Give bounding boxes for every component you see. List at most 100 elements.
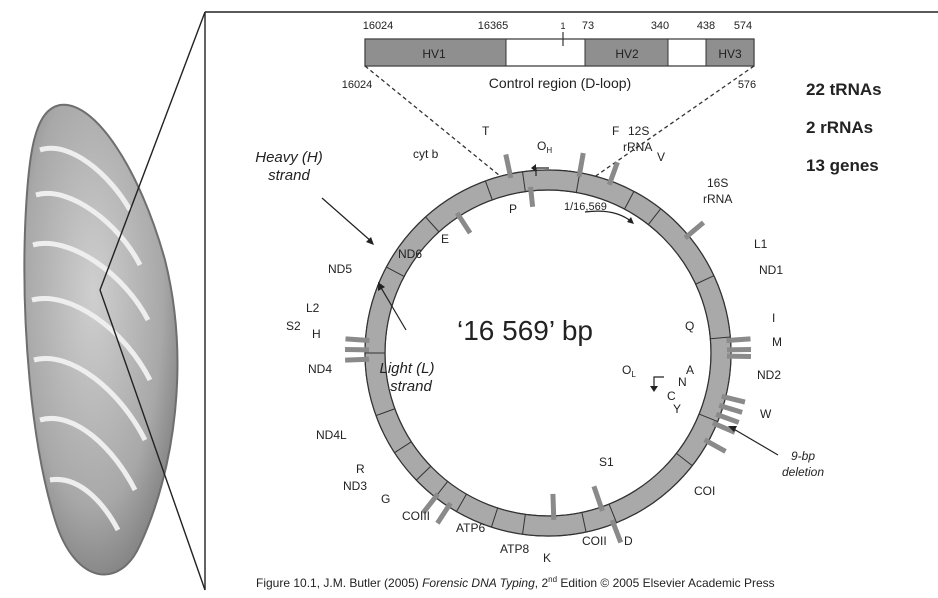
trna-tick bbox=[703, 437, 727, 454]
position-1: 1 bbox=[560, 21, 565, 31]
gene-label-S1: S1 bbox=[599, 455, 614, 469]
trna-tick bbox=[726, 336, 751, 344]
gene-label-ND4L: ND4L bbox=[316, 428, 347, 442]
position-16365: 16365 bbox=[478, 20, 509, 32]
zoom-callout bbox=[99, 11, 938, 591]
gene-label-cytb: cyt b bbox=[413, 147, 439, 161]
gene-label-12s: 12S bbox=[628, 124, 649, 138]
trna-tick bbox=[609, 519, 624, 544]
genome-map: ‘16 569’ bp OH OL 1/16,569 Heavy (H) str… bbox=[255, 124, 824, 565]
trna-tick bbox=[421, 492, 440, 515]
hv2-label: HV2 bbox=[615, 47, 639, 61]
position-340: 340 bbox=[651, 20, 669, 32]
gene-label-ND4: ND4 bbox=[308, 362, 332, 376]
gene-boundaries bbox=[365, 171, 731, 535]
gene-boundary bbox=[581, 512, 587, 533]
hv1-label: HV1 bbox=[422, 47, 446, 61]
hv3-segment bbox=[705, 38, 755, 67]
trna-tick bbox=[454, 211, 473, 235]
gene-label-COIII: COIII bbox=[402, 509, 430, 523]
gene-label-ND5: ND5 bbox=[328, 262, 352, 276]
position-576: 576 bbox=[738, 79, 756, 91]
gene-label-16s-rrna: rRNA bbox=[703, 192, 732, 206]
trna-ticks bbox=[344, 152, 752, 544]
trna-tick bbox=[711, 420, 736, 435]
mitochondrion-illustration bbox=[23, 103, 179, 576]
oh-label: OH bbox=[537, 139, 552, 155]
gene-label-ND3: ND3 bbox=[343, 479, 367, 493]
gene-label-L1: L1 bbox=[754, 237, 768, 251]
gene-label-E: E bbox=[441, 232, 449, 246]
rrna-count: 2 rRNAs bbox=[806, 118, 874, 137]
light-strand-label-1: Light (L) bbox=[379, 360, 434, 377]
zoom-dash-right bbox=[589, 65, 755, 181]
position-16024-top: 16024 bbox=[363, 20, 394, 32]
gene-boundary bbox=[695, 275, 715, 285]
gene-label-A: A bbox=[686, 363, 694, 377]
control-region: HV1 HV2 HV3 16024 16365 1 73 340 438 574… bbox=[342, 20, 756, 181]
gene-boundary bbox=[710, 336, 731, 340]
gene-boundary bbox=[375, 408, 396, 417]
figure-caption: Figure 10.1, J.M. Butler (2005) Forensic… bbox=[256, 575, 775, 590]
heavy-strand-arrow bbox=[321, 197, 373, 243]
trna-tick bbox=[721, 393, 746, 405]
gene-label-P: P bbox=[509, 202, 517, 216]
gene-boundary bbox=[608, 503, 618, 523]
gene-label-N: N bbox=[678, 375, 687, 389]
gene-boundary bbox=[624, 191, 635, 210]
trna-tick bbox=[503, 153, 514, 179]
gene-label-W: W bbox=[760, 407, 772, 421]
gene-boundary bbox=[425, 216, 440, 233]
trna-tick bbox=[718, 402, 743, 415]
gene-label-H: H bbox=[312, 327, 321, 341]
trna-tick bbox=[576, 152, 586, 178]
gene-label-C: C bbox=[667, 389, 676, 403]
gene-boundary bbox=[522, 171, 526, 192]
gene-label-S2: S2 bbox=[286, 319, 301, 333]
trna-tick bbox=[435, 501, 453, 525]
gene-boundary bbox=[676, 452, 693, 467]
hv2-segment bbox=[584, 38, 669, 67]
gene-label-ND6: ND6 bbox=[398, 247, 422, 261]
gene-label-COII: COII bbox=[582, 534, 607, 548]
position-574: 574 bbox=[734, 20, 752, 32]
gene-label-L2: L2 bbox=[306, 301, 320, 315]
trna-tick bbox=[528, 186, 536, 208]
gene-label-ATP6: ATP6 bbox=[456, 521, 485, 535]
trna-tick bbox=[683, 220, 706, 240]
gene-label-ND1: ND1 bbox=[759, 263, 783, 277]
heavy-light-strand-ring bbox=[365, 170, 731, 536]
zoom-dash-left bbox=[364, 65, 506, 181]
trna-tick bbox=[715, 411, 740, 425]
trna-tick bbox=[345, 336, 370, 344]
inner-circle bbox=[384, 189, 712, 517]
gene-label-COI: COI bbox=[694, 484, 715, 498]
gene-boundary bbox=[386, 266, 405, 277]
gene-label-Q: Q bbox=[685, 319, 694, 333]
gene-label-F: F bbox=[612, 124, 619, 138]
light-strand-label-2: strand bbox=[390, 378, 432, 395]
deletion-label-2: deletion bbox=[782, 465, 824, 479]
gene-boundary bbox=[647, 208, 662, 225]
gene-label-Y: Y bbox=[673, 402, 681, 416]
trna-tick bbox=[550, 493, 557, 520]
control-region-title: Control region (D-loop) bbox=[489, 75, 631, 91]
gene-label-12s-rrna: rRNA bbox=[623, 140, 652, 154]
trna-count: 22 tRNAs bbox=[806, 80, 882, 99]
gene-label-16s: 16S bbox=[707, 176, 728, 190]
gene-label-M: M bbox=[772, 335, 782, 349]
gene-label-ND2: ND2 bbox=[757, 368, 781, 382]
gene-label-K: K bbox=[543, 551, 551, 565]
gene-label-R: R bbox=[356, 462, 365, 476]
start-position-label: 1/16,569 bbox=[564, 201, 607, 213]
genome-size-label: ‘16 569’ bp bbox=[457, 315, 593, 346]
trna-tick bbox=[591, 485, 605, 512]
gene-boundary bbox=[522, 514, 526, 535]
deletion-arrow bbox=[731, 427, 779, 456]
gene-boundary bbox=[416, 465, 432, 481]
light-strand-arrow bbox=[379, 285, 407, 331]
heavy-strand-label-1: Heavy (H) bbox=[255, 149, 323, 166]
ol-label: OL bbox=[622, 363, 636, 379]
hv3-label: HV3 bbox=[718, 47, 742, 61]
